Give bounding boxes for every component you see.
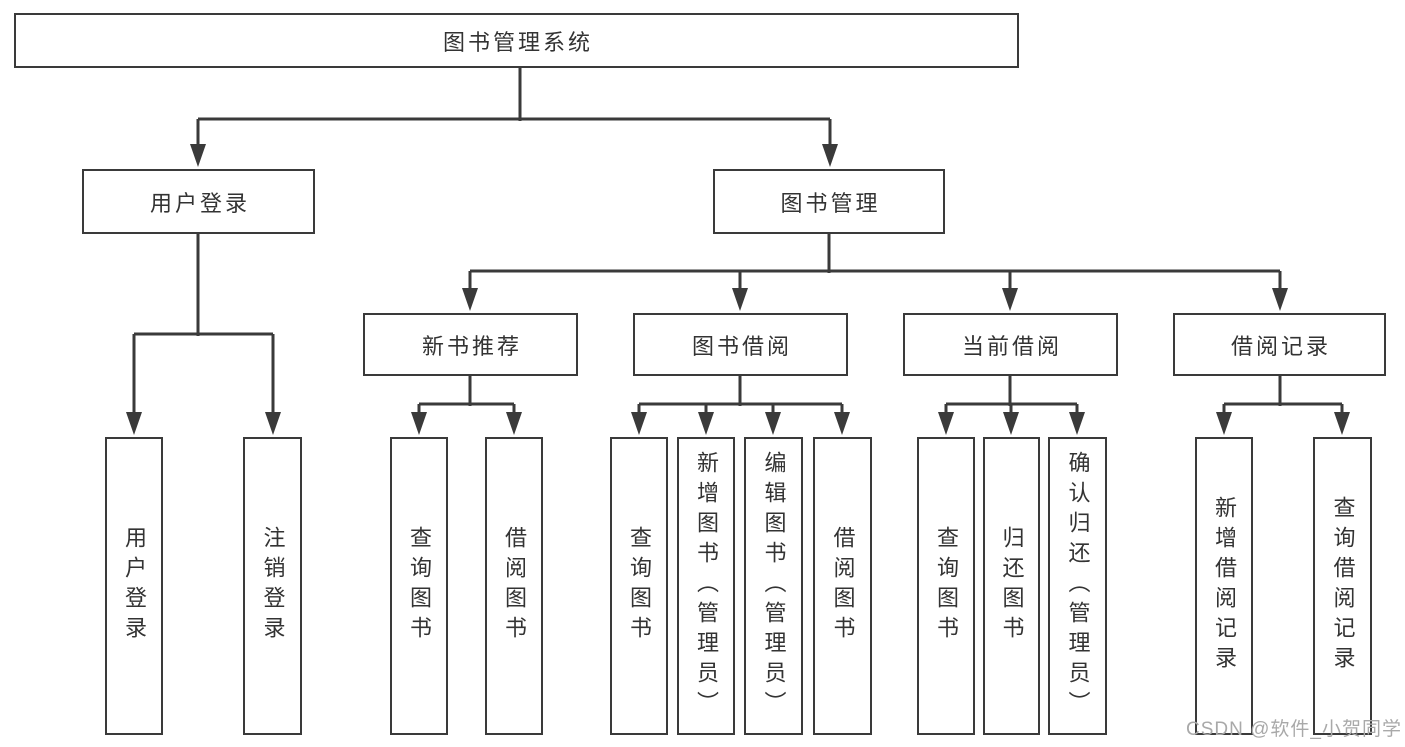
leaf-current-query-books: 查询图书 <box>917 437 975 735</box>
node-new-book-recommendation: 新书推荐 <box>363 313 578 376</box>
node-label: 图书管理 <box>780 190 881 216</box>
leaf-recommend-query-books: 查询图书 <box>390 437 448 735</box>
node-library-management-system: 图书管理系统 <box>14 13 1019 68</box>
leaf-logout: 注销登录 <box>243 437 302 735</box>
node-borrowing-records: 借阅记录 <box>1173 313 1386 376</box>
node-book-borrowing: 图书借阅 <box>633 313 848 376</box>
leaf-label: 查询图书 <box>627 526 652 646</box>
leaf-label: 确认归还（管理员） <box>1065 451 1091 721</box>
leaf-records-query-borrow-record: 查询借阅记录 <box>1313 437 1372 735</box>
node-label: 图书借阅 <box>691 333 792 359</box>
node-user-login: 用户登录 <box>82 169 315 234</box>
node-label: 新书推荐 <box>421 333 522 359</box>
leaf-borrow-add-books-admin: 新增图书（管理员） <box>677 437 735 735</box>
leaf-records-add-borrow-record: 新增借阅记录 <box>1195 437 1253 735</box>
leaf-label: 借阅图书 <box>830 526 856 646</box>
leaf-label: 归还图书 <box>999 526 1025 646</box>
leaf-current-confirm-return-admin: 确认归还（管理员） <box>1048 437 1107 735</box>
leaf-label: 用户登录 <box>122 526 147 646</box>
leaf-current-return-books: 归还图书 <box>983 437 1040 735</box>
leaf-label: 新增图书（管理员） <box>694 451 719 721</box>
leaf-label: 借阅图书 <box>502 526 527 646</box>
arrowheads <box>126 144 1350 435</box>
leaf-user-login: 用户登录 <box>105 437 163 735</box>
node-current-borrowing: 当前借阅 <box>903 313 1118 376</box>
leaf-borrow-borrow-books: 借阅图书 <box>813 437 872 735</box>
leaf-label: 查询图书 <box>934 526 959 646</box>
node-label: 用户登录 <box>149 190 250 216</box>
node-label: 借阅记录 <box>1230 333 1331 359</box>
leaf-label: 查询图书 <box>407 526 432 646</box>
leaf-label: 编辑图书（管理员） <box>761 451 787 721</box>
csdn-watermark: CSDN @软件_小贺同学 <box>1186 719 1402 740</box>
leaf-label: 查询借阅记录 <box>1330 496 1356 676</box>
leaf-borrow-query-books: 查询图书 <box>610 437 668 735</box>
node-label: 图书管理系统 <box>442 29 593 55</box>
leaf-borrow-edit-books-admin: 编辑图书（管理员） <box>744 437 803 735</box>
node-book-management: 图书管理 <box>713 169 945 234</box>
leaf-label: 新增借阅记录 <box>1212 496 1237 676</box>
leaf-recommend-borrow-books: 借阅图书 <box>485 437 543 735</box>
leaf-label: 注销登录 <box>260 526 286 646</box>
node-label: 当前借阅 <box>961 333 1062 359</box>
